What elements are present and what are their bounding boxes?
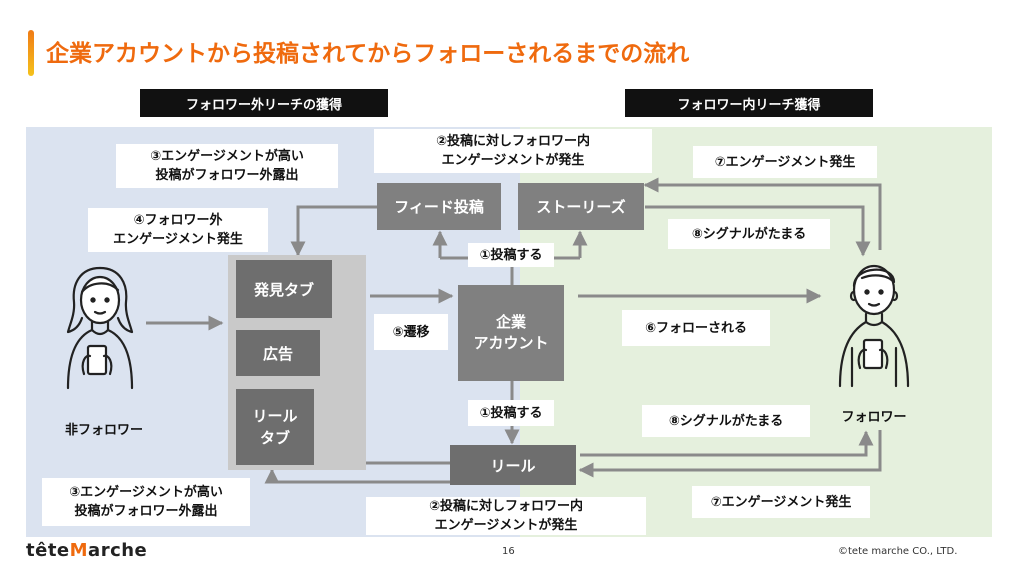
reel-tab-box: リール タブ	[236, 389, 314, 465]
note-engagement-occur-top: ⑦エンゲージメント発生	[693, 146, 877, 178]
section-label-inside: フォロワー内リーチ獲得	[625, 89, 873, 117]
note-outside-engagement: ④フォロワー外 エンゲージメント発生	[88, 208, 268, 252]
arrow-stories-to-follower	[645, 205, 871, 257]
note-followed: ⑥フォローされる	[622, 310, 770, 346]
non-follower-label: 非フォロワー	[64, 423, 143, 438]
note-signal-bottom: ⑧シグナルがたまる	[642, 405, 810, 437]
arrow-follower-to-stories	[643, 177, 882, 250]
follower-label: フォロワー	[841, 410, 907, 425]
note-high-engagement-bottom: ③エンゲージメントが高い 投稿がフォロワー外露出	[42, 478, 250, 526]
title-accent-bar	[28, 30, 34, 76]
note-inside-engagement-bottom: ②投稿に対しフォロワー内 エンゲージメントが発生	[366, 497, 646, 535]
note-high-engagement-top: ③エンゲージメントが高い 投稿がフォロワー外露出	[116, 144, 338, 188]
section-label-outside: フォロワー外リーチの獲得	[140, 89, 388, 117]
brand-logo: têteMarche	[26, 540, 147, 561]
arrow-reel-to-follower	[580, 430, 874, 457]
note-post-top: ①投稿する	[468, 243, 554, 267]
logo-m: M	[69, 540, 89, 561]
arrow-feed-to-discover	[290, 205, 377, 257]
copyright-text: ©tete marche CO., LTD.	[838, 546, 958, 557]
note-inside-engagement-top: ②投稿に対しフォロワー内 エンゲージメントが発生	[374, 129, 652, 173]
page-number: 16	[502, 546, 515, 557]
arrow-follower-to-reel	[578, 430, 882, 478]
company-account-box: 企業 アカウント	[458, 285, 564, 381]
follower-person-icon	[838, 264, 910, 388]
arrow-reel-to-outside	[264, 468, 452, 484]
logo-part-b: arche	[88, 540, 148, 561]
feed-post-box: フィード投稿	[377, 183, 501, 230]
note-signal-top: ⑧シグナルがたまる	[668, 219, 830, 249]
reel-box: リール	[450, 445, 576, 485]
discover-tab-box: 発見タブ	[236, 260, 332, 318]
logo-part-a: tête	[26, 540, 70, 561]
page-title: 企業アカウントから投稿されてからフォローされるまでの流れ	[46, 41, 690, 67]
non-follower-person-icon	[66, 266, 134, 390]
note-transition: ⑤遷移	[374, 314, 448, 350]
note-engagement-occur-bottom: ⑦エンゲージメント発生	[692, 486, 870, 518]
ad-box: 広告	[236, 330, 320, 376]
note-post-bottom: ①投稿する	[468, 400, 554, 426]
stories-box: ストーリーズ	[518, 183, 644, 230]
